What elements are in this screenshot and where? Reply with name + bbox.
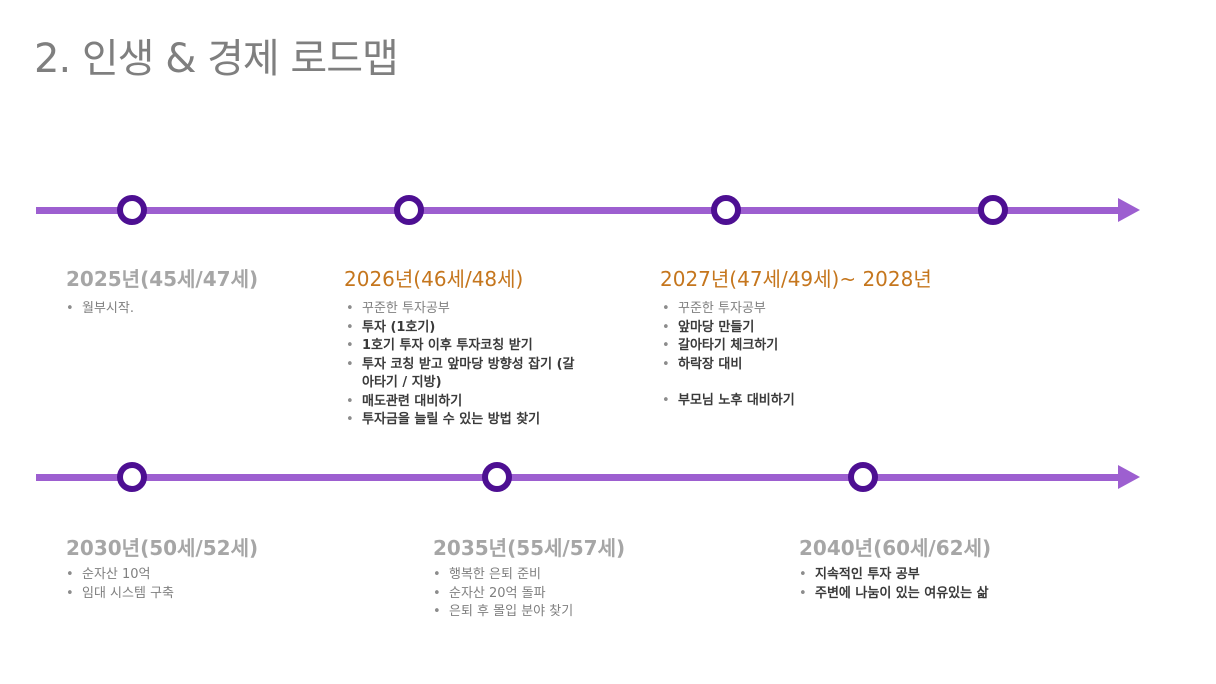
list-item: 투자 (1호기) <box>344 319 584 338</box>
list-item: 갈아타기 체크하기 <box>660 337 920 356</box>
list-item: 앞마당 만들기 <box>660 319 920 338</box>
list-item: 순자산 10억 <box>64 566 304 585</box>
milestone-marker <box>711 195 741 225</box>
milestone-marker <box>482 462 512 492</box>
list-item: 임대 시스템 구축 <box>64 585 304 604</box>
list-item: 매도관련 대비하기 <box>344 393 584 412</box>
milestone-header-2035: 2035년(55세/57세) <box>433 536 626 560</box>
milestone-header-2040: 2040년(60세/62세) <box>799 536 992 560</box>
list-item: 행복한 은퇴 준비 <box>431 566 671 585</box>
list-item: 투자금을 늘릴 수 있는 방법 찾기 <box>344 411 584 430</box>
page-title: 2. 인생 & 경제 로드맵 <box>34 36 399 82</box>
list-item: 주변에 나눔이 있는 여유있는 삶 <box>797 585 1022 604</box>
timeline-line-top <box>36 207 1120 214</box>
milestone-header-2026: 2026년(46세/48세) <box>344 267 524 291</box>
arrow-head-icon <box>1118 198 1140 222</box>
list-item: 지속적인 투자 공부 <box>797 566 1022 585</box>
arrow-head-icon <box>1118 465 1140 489</box>
milestone-header-2027: 2027년(47세/49세)~ 2028년 <box>660 267 932 291</box>
list-item: 월부시작. <box>64 300 304 319</box>
list-item: 하락장 대비 <box>660 356 920 375</box>
milestone-list-2025: 월부시작. <box>64 300 304 319</box>
list-item: 투자 코칭 받고 앞마당 방향성 잡기 (갈아타기 / 지방) <box>344 356 584 393</box>
milestone-marker <box>978 195 1008 225</box>
milestone-list-2030: 순자산 10억 임대 시스템 구축 <box>64 566 304 603</box>
milestone-header-2030: 2030년(50세/52세) <box>66 536 259 560</box>
milestone-marker <box>117 195 147 225</box>
milestone-list-2040: 지속적인 투자 공부 주변에 나눔이 있는 여유있는 삶 <box>797 566 1022 603</box>
list-item: 1호기 투자 이후 투자코칭 받기 <box>344 337 584 356</box>
list-item: 은퇴 후 몰입 분야 찾기 <box>431 603 671 622</box>
milestone-list-2035: 행복한 은퇴 준비 순자산 20억 돌파 은퇴 후 몰입 분야 찾기 <box>431 566 671 622</box>
milestone-list-2027: 꾸준한 투자공부 앞마당 만들기 갈아타기 체크하기 하락장 대비 부모님 노후… <box>660 300 920 411</box>
milestone-marker <box>117 462 147 492</box>
milestone-marker <box>394 195 424 225</box>
milestone-marker <box>848 462 878 492</box>
list-item: 순자산 20억 돌파 <box>431 585 671 604</box>
milestone-list-2026: 꾸준한 투자공부 투자 (1호기) 1호기 투자 이후 투자코칭 받기 투자 코… <box>344 300 584 430</box>
timeline-line-bottom <box>36 474 1120 481</box>
list-item: 꾸준한 투자공부 <box>344 300 584 319</box>
list-item: 꾸준한 투자공부 <box>660 300 920 319</box>
milestone-header-2025: 2025년(45세/47세) <box>66 267 259 291</box>
list-item: 부모님 노후 대비하기 <box>660 392 920 411</box>
